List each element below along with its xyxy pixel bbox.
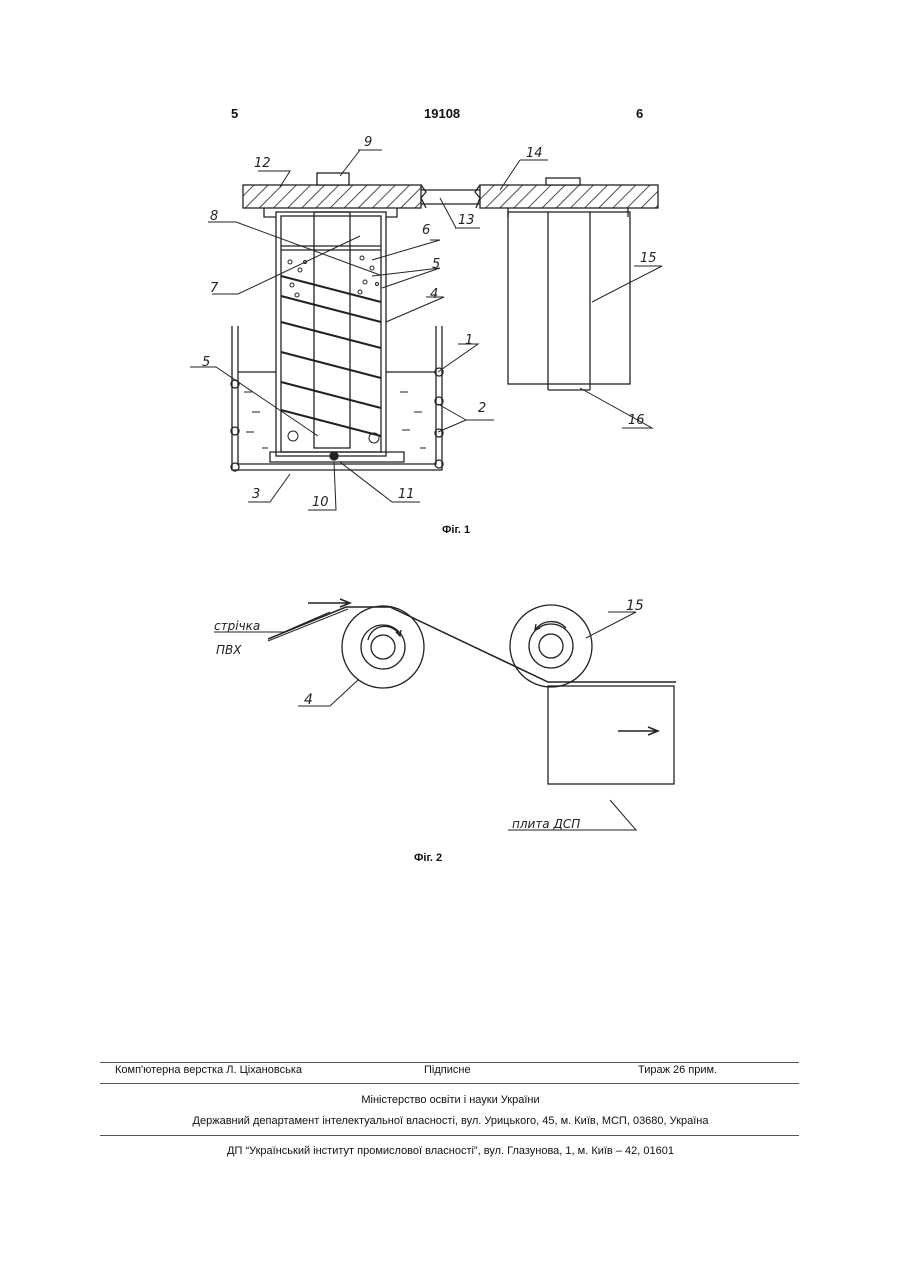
label-1: 1 (465, 333, 473, 348)
roller-4 (342, 606, 424, 688)
label-roller-4: 4 (304, 692, 313, 708)
label-5-right: 5 (432, 257, 440, 272)
footer-rule-top (100, 1062, 799, 1063)
board-label: плита ДСП (512, 817, 580, 831)
footer-ministry: Міністерство освіти і науки України (0, 1094, 901, 1106)
label-15: 15 (640, 251, 657, 266)
knob-9 (317, 173, 349, 185)
footer-rule-bottom (100, 1135, 799, 1136)
label-2: 2 (478, 401, 486, 416)
label-roller-15: 15 (626, 598, 644, 614)
label-8: 8 (210, 209, 218, 224)
footer-institute: ДП “Український інститут промислової вла… (0, 1145, 901, 1157)
footer-circulation: Тираж 26 прим. (638, 1064, 717, 1076)
roller-assembly-4 (276, 212, 386, 456)
footer-department: Державний департамент інтелектуальної вл… (0, 1115, 901, 1127)
tape-label-line1: стрічка (214, 619, 260, 633)
label-4: 4 (430, 287, 438, 302)
tape-label-line2: ПВХ (216, 643, 242, 657)
label-16: 16 (628, 413, 645, 428)
label-12: 12 (254, 156, 271, 171)
label-5-left: 5 (202, 355, 210, 370)
figure-1-caption: Фіг. 1 (442, 524, 470, 536)
footer-rule-middle (100, 1083, 799, 1084)
label-9: 9 (364, 135, 372, 150)
footer-layout-credit: Комп'ютерна верстка Л. Ціхановська (115, 1064, 302, 1076)
roller-block-15 (508, 212, 630, 390)
label-13: 13 (458, 213, 475, 228)
label-3: 3 (252, 487, 260, 502)
figure-2-caption: Фіг. 2 (414, 852, 442, 864)
label-11: 11 (398, 487, 415, 502)
label-6: 6 (422, 223, 430, 238)
footer-signed: Підписне (424, 1064, 471, 1076)
label-14: 14 (526, 146, 543, 161)
label-7: 7 (210, 281, 219, 296)
top-plate-12 (243, 185, 658, 208)
chipboard-panel (548, 686, 674, 784)
figure-1-drawing: 1 2 3 4 5 5 6 7 8 9 10 11 12 13 14 15 16 (0, 0, 901, 560)
roller-15 (510, 605, 592, 687)
label-10: 10 (312, 495, 329, 510)
